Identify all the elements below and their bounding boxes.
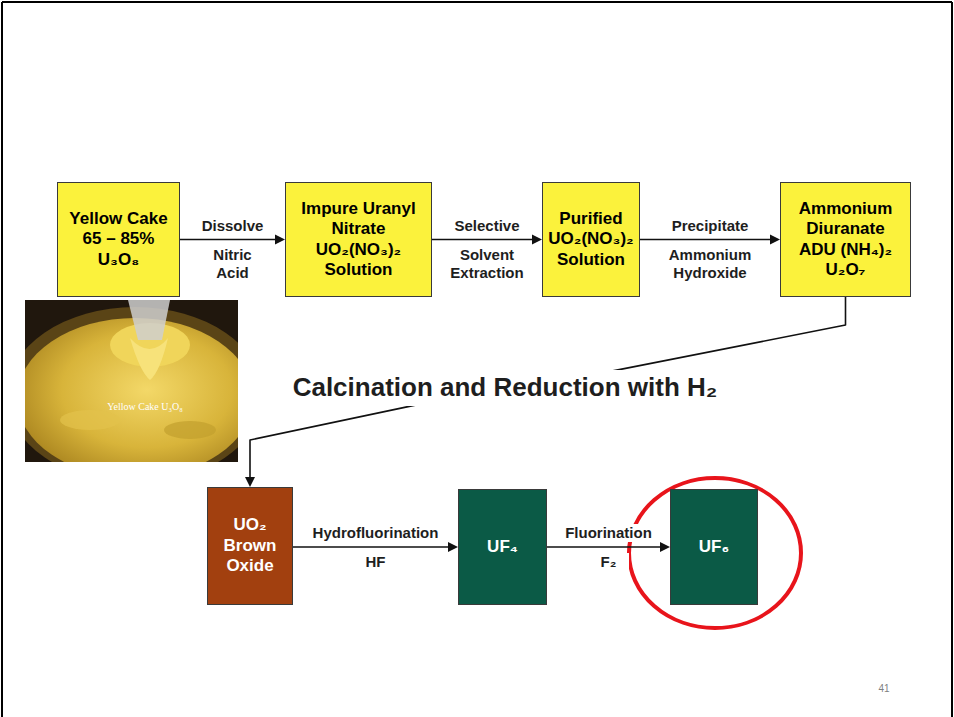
node-text: UF₆: [675, 537, 753, 557]
photo-caption: Yellow Cake U₃O₈: [100, 401, 190, 412]
flow-arrow: [547, 542, 670, 552]
product-box: UF₄: [458, 489, 547, 605]
flow-arrow: [432, 235, 542, 245]
arrow-head: [660, 542, 670, 552]
arrow-head: [245, 477, 255, 487]
process-box: Purified UO₂(NO₃)₂ Solution: [542, 182, 640, 297]
edge-label: Hydrofluorination: [311, 524, 441, 542]
arrow-head: [275, 235, 285, 245]
flow-arrow: [293, 542, 458, 552]
flow-line: [547, 546, 660, 548]
yellowcake-photo: [25, 300, 238, 462]
edge-note: Ammonium Hydroxide: [658, 246, 762, 282]
slide-frame: [1, 2, 3, 717]
edge-label: Precipitate: [670, 217, 751, 235]
process-box: Yellow Cake 65 – 85% U₃O₈: [57, 182, 180, 297]
slide-frame: [951, 2, 953, 717]
process-box: Impure Uranyl Nitrate UO₂(NO₃)₂ Solution: [285, 182, 432, 297]
flow-arrow: [180, 235, 285, 245]
edge-note: HF: [356, 553, 396, 571]
arrow-head: [448, 542, 458, 552]
node-text: Ammonium Diuranate ADU (NH₄)₂ U₂O₇: [786, 199, 905, 281]
edge-note: Nitric Acid: [202, 246, 264, 282]
flow-arrow: [245, 297, 846, 487]
node-text: Purified UO₂(NO₃)₂ Solution: [547, 209, 635, 270]
flow-line: [180, 239, 275, 241]
slide-frame: [2, 1, 952, 3]
process-step-label: Calcination and Reduction with H₂: [289, 370, 722, 405]
arrow-head: [532, 235, 542, 245]
flow-arrow: [640, 235, 780, 245]
edge-note: F₂: [589, 553, 629, 571]
process-box: Ammonium Diuranate ADU (NH₄)₂ U₂O₇: [780, 182, 911, 297]
edge-label: Dissolve: [200, 217, 266, 235]
node-text: Impure Uranyl Nitrate UO₂(NO₃)₂ Solution: [295, 199, 422, 281]
edge-label: Selective: [452, 217, 521, 235]
flow-line: [250, 297, 846, 477]
node-text: UO₂ Brown Oxide: [212, 515, 288, 576]
flow-line: [640, 239, 770, 241]
flow-line: [432, 239, 532, 241]
flow-line: [293, 546, 448, 548]
node-text: UF₄: [463, 537, 542, 557]
node-text: Yellow Cake 65 – 85% U₃O₈: [65, 209, 172, 270]
product-box: UF₆: [670, 489, 758, 605]
product-box: UO₂ Brown Oxide: [207, 487, 293, 605]
highlight-circle: [629, 478, 801, 628]
slide-number: 41: [866, 683, 902, 695]
edge-note: Solvent Extraction: [441, 246, 533, 282]
arrow-head: [770, 235, 780, 245]
edge-label: Fluorination: [563, 524, 654, 542]
